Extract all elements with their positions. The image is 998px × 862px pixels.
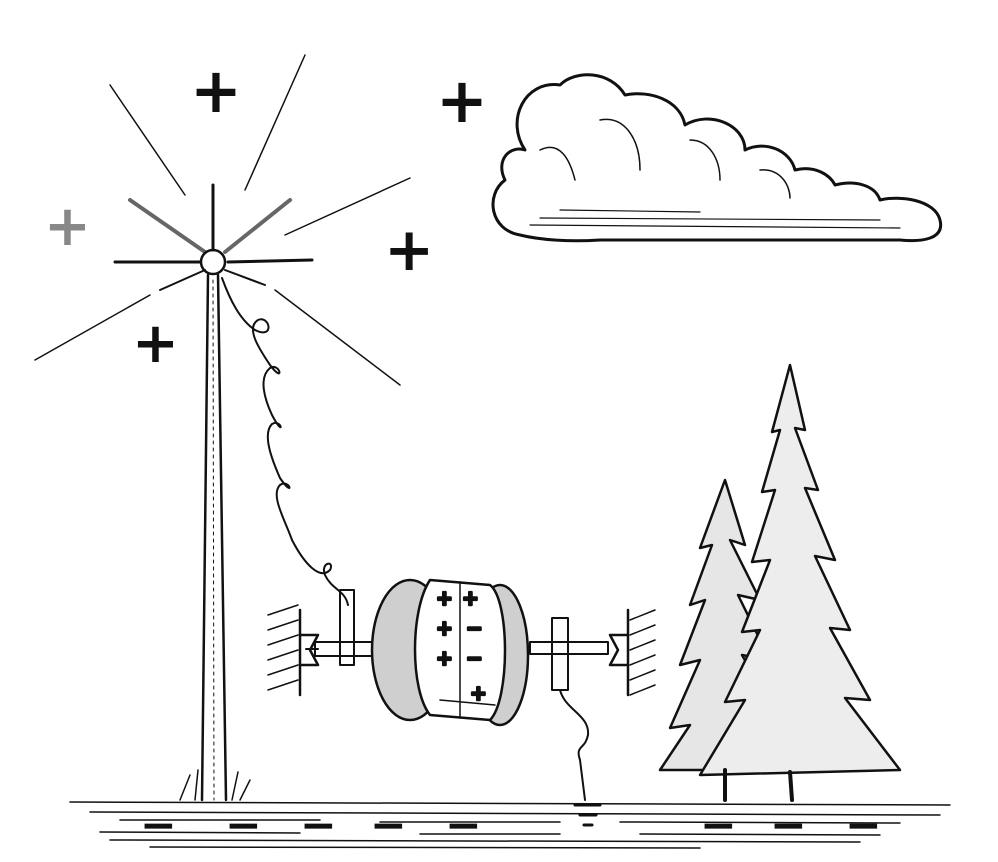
minus-charge: − xyxy=(300,800,337,851)
minus-charge: − xyxy=(700,800,737,851)
plus-charge: + xyxy=(132,311,179,376)
right-wall-mount xyxy=(608,608,656,697)
coiled-wire xyxy=(221,277,349,606)
minus-charge: − xyxy=(140,800,177,851)
plus-charge: + xyxy=(190,54,242,127)
plus-charge: + xyxy=(384,215,434,285)
left-brush xyxy=(339,589,355,666)
antenna-mast xyxy=(179,273,251,802)
sky-plus-charges: + + + + + xyxy=(44,54,488,376)
plus-charge: + xyxy=(436,64,488,137)
cloud xyxy=(491,73,943,243)
generator-shaft xyxy=(305,589,609,801)
ground-symbol xyxy=(573,803,602,827)
plus-charge: + xyxy=(436,586,453,610)
antenna-spark xyxy=(34,54,411,386)
minus-charge: − xyxy=(845,800,882,851)
minus-charge: − xyxy=(466,616,483,640)
plus-charge: + xyxy=(436,646,453,670)
minus-charge: − xyxy=(225,800,262,851)
plus-charge: + xyxy=(470,681,487,705)
electrostatic-generator: + + + − + − + xyxy=(370,578,530,727)
plus-charge: + xyxy=(436,616,453,640)
minus-charge: − xyxy=(445,800,482,851)
minus-charge: − xyxy=(466,646,483,670)
ground xyxy=(69,801,951,849)
plus-charge: + xyxy=(44,194,91,259)
tall-fir-tree xyxy=(698,363,902,777)
ground-minus-charges: − − − − − − − − xyxy=(140,800,882,851)
fir-trees xyxy=(658,363,902,802)
disk-charges: + + + − + − + xyxy=(435,585,488,707)
plus-charge: + xyxy=(462,586,479,610)
minus-charge: − xyxy=(370,800,407,851)
minus-charge: − xyxy=(770,800,807,851)
